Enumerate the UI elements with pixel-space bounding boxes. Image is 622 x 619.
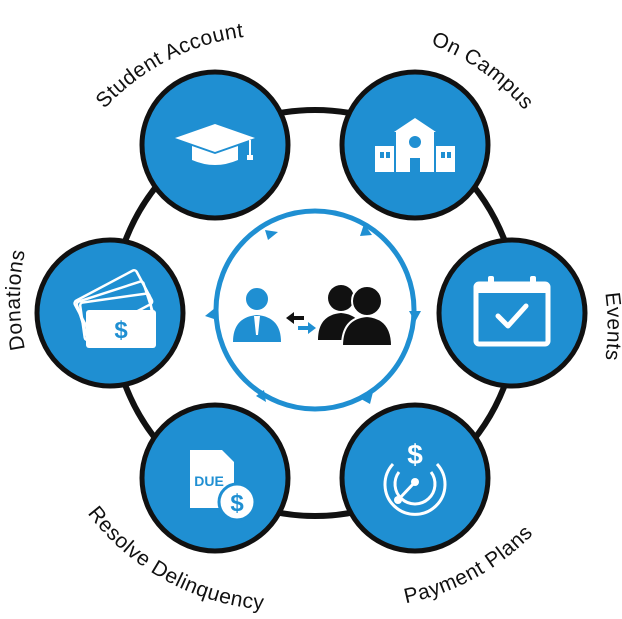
cycle-arrow-2 [360,224,372,236]
node-payment-plans: $ [339,402,491,554]
graduation-cap-icon [175,124,255,165]
cycle-arrow-6 [205,308,217,320]
school-building-icon [375,118,455,172]
cycle-arrow-5 [256,390,266,402]
calendar-check-icon [473,276,551,347]
svg-text:DUE: DUE [194,473,224,489]
label-donations: Donations [2,247,30,352]
svg-text:$: $ [407,439,423,470]
node-events [436,237,588,389]
dollar-radar-icon: $ [383,439,447,516]
cycle-ring [213,208,417,412]
dollar-bills-icon: $ [73,269,156,348]
node-donations: $ [34,237,186,389]
agent-to-group-icon [233,285,394,347]
cycle-arrow-1 [265,230,278,240]
node-student-account [139,69,291,221]
svg-text:$: $ [114,317,128,344]
node-on-campus [339,69,491,221]
cycle-arrow-4 [361,392,373,404]
label-events: Events [600,291,622,362]
center-cycle [205,208,421,412]
due-bill-dollar-icon: DUE $ [190,450,257,522]
svg-text:$: $ [230,490,244,517]
cycle-arrow-3 [409,311,421,322]
node-resolve-delinquency: DUE $ [139,402,291,554]
